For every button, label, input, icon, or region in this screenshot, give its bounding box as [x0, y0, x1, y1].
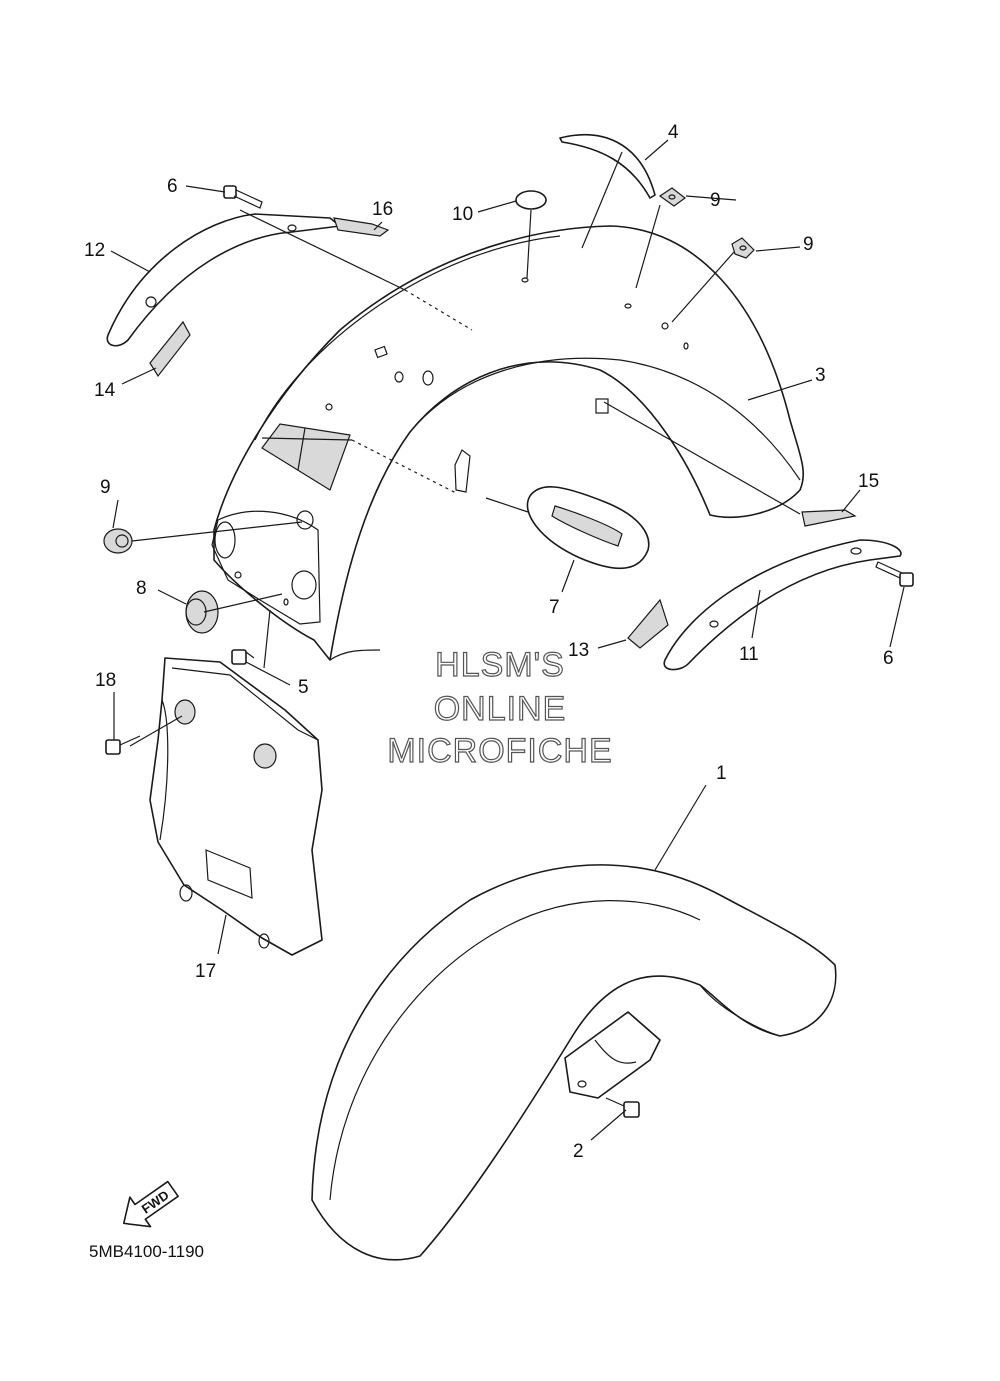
callout-labels: 1 2 3 4 5 6 6 7 8 9 9 9 10 11 12 13 14 1…: [84, 122, 894, 1162]
callout-16: 16: [372, 199, 393, 220]
bolt-5: [231, 649, 255, 665]
callout-10: 10: [452, 204, 473, 225]
leader-lines: [110, 139, 905, 1141]
callout-9-left: 9: [100, 477, 111, 498]
callout-6-top: 6: [167, 176, 178, 197]
bolt-6-right: [875, 561, 914, 587]
grommet-9-right: [731, 237, 755, 259]
rear-rail-11: [663, 539, 902, 671]
fender-bracket: [564, 1011, 661, 1099]
rubber-pad-13: [627, 598, 669, 649]
watermark-line-3: MICROFICHE: [387, 732, 612, 770]
callout-8: 8: [136, 578, 147, 599]
plug-8: [185, 590, 219, 634]
reflector-7: [526, 486, 650, 570]
callout-9-top: 9: [710, 190, 721, 211]
diagram-reference: 5MB4100-1190: [89, 1242, 204, 1261]
side-cover-17: [149, 657, 323, 956]
callout-1: 1: [716, 763, 727, 784]
watermark-line-2: ONLINE: [434, 690, 567, 728]
rubber-pad-16: [333, 217, 390, 237]
emblem-10: [515, 190, 547, 210]
bolt-6-top: [223, 185, 263, 209]
callout-13: 13: [568, 640, 589, 661]
rubber-pad-15: [801, 509, 857, 527]
callout-5: 5: [298, 677, 309, 698]
rear-rail-12: [106, 213, 341, 347]
callout-9-right: 9: [803, 234, 814, 255]
front-fender: [311, 864, 837, 1261]
callout-18: 18: [95, 670, 116, 691]
callout-4: 4: [668, 122, 679, 143]
watermark-line-1: HLSM'S: [435, 646, 565, 684]
rubber-pad-14: [149, 320, 191, 378]
bolt-18: [105, 735, 141, 755]
bolt-2: [605, 1097, 640, 1118]
callout-14: 14: [94, 380, 116, 401]
callout-11: 11: [739, 644, 759, 665]
rear-fender: [211, 225, 804, 661]
callout-15: 15: [858, 471, 879, 492]
callout-2: 2: [573, 1141, 584, 1162]
fwd-arrow-icon: FWD: [122, 1180, 179, 1228]
watermark: HLSM'S ONLINE MICROFICHE: [387, 645, 613, 770]
callout-3: 3: [815, 365, 826, 386]
fender-trim-4: [559, 134, 656, 199]
callout-7: 7: [549, 597, 560, 618]
callout-6-right: 6: [883, 648, 894, 669]
grommet-9-top: [658, 187, 687, 207]
callout-17: 17: [195, 961, 216, 982]
callout-12: 12: [84, 240, 105, 261]
grommet-9-left: [103, 528, 133, 554]
